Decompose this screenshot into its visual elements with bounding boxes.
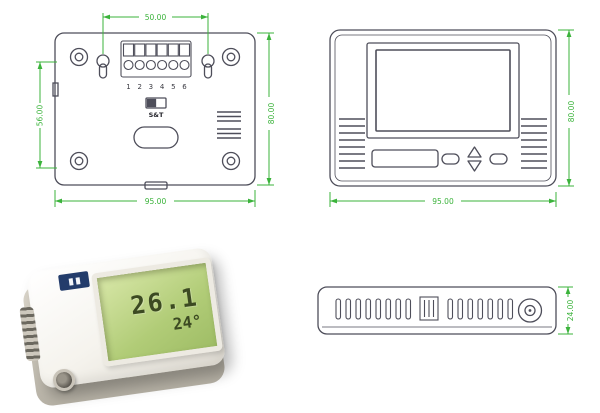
vent-slots-right <box>521 118 547 169</box>
dip-switch <box>145 97 167 109</box>
dim-label-50: 50.00 <box>145 13 167 22</box>
down-button <box>467 160 482 172</box>
mounting-tab <box>144 181 168 190</box>
side-vent-slots-right <box>447 298 514 320</box>
terminal-block <box>120 40 192 78</box>
dim-label-24: 24.00 <box>566 300 575 322</box>
vent-slots-right <box>217 111 241 139</box>
dim-label-56: 56.00 <box>36 105 45 127</box>
front-body-inner <box>334 34 552 182</box>
product-photo: 26.1 24° <box>15 245 243 408</box>
side-notch <box>52 82 59 97</box>
right-button <box>489 153 508 165</box>
dimension-back-height <box>257 32 274 186</box>
dimension-back-left <box>36 61 57 169</box>
front-view-dimensions <box>329 29 574 207</box>
dim-label-95-back: 95.00 <box>145 197 167 206</box>
dimension-hole-spacing <box>102 13 209 54</box>
center-clip <box>419 296 439 321</box>
display-screen <box>375 49 511 132</box>
buzzer-slot <box>133 126 179 149</box>
terminal-number: 2 <box>137 83 141 91</box>
dim-label-95-front: 95.00 <box>432 197 454 206</box>
side-body-outline <box>317 286 557 335</box>
label-window <box>371 149 439 168</box>
back-view <box>52 32 256 190</box>
terminal-number: 1 <box>126 83 130 91</box>
back-body-outline <box>54 32 256 186</box>
left-button <box>441 153 460 165</box>
switch-label: S&T <box>149 111 164 119</box>
back-view-dimensions <box>36 13 274 207</box>
lcd-reading-secondary: 24° <box>171 310 203 334</box>
back-view-labels: 1 2 3 4 5 6 S&T <box>126 83 187 119</box>
display-bezel <box>366 42 520 139</box>
side-view-dimensions <box>558 286 573 335</box>
terminal-number: 4 <box>160 83 165 91</box>
side-vent-slots-left <box>335 298 412 320</box>
front-view <box>329 29 557 187</box>
terminal-number: 6 <box>182 83 187 91</box>
terminal-number: 5 <box>171 83 175 91</box>
dim-label-80-back: 80.00 <box>267 103 276 125</box>
vent-slots-left <box>339 118 365 169</box>
screw-holes <box>69 47 241 171</box>
front-body-outline <box>329 29 557 187</box>
button-cluster <box>441 146 508 172</box>
side-view <box>317 286 557 335</box>
up-button <box>467 146 482 158</box>
lcd-screen: 26.1 24° <box>91 257 223 367</box>
dim-label-80-front: 80.00 <box>567 101 576 123</box>
terminal-number: 3 <box>149 83 153 91</box>
dimension-back-width <box>54 190 256 207</box>
keyhole-mounts <box>96 54 215 79</box>
sensor-port <box>517 298 543 323</box>
dimension-front-width <box>329 192 557 207</box>
dimension-front-height <box>558 29 574 187</box>
dimension-thickness <box>558 286 573 335</box>
